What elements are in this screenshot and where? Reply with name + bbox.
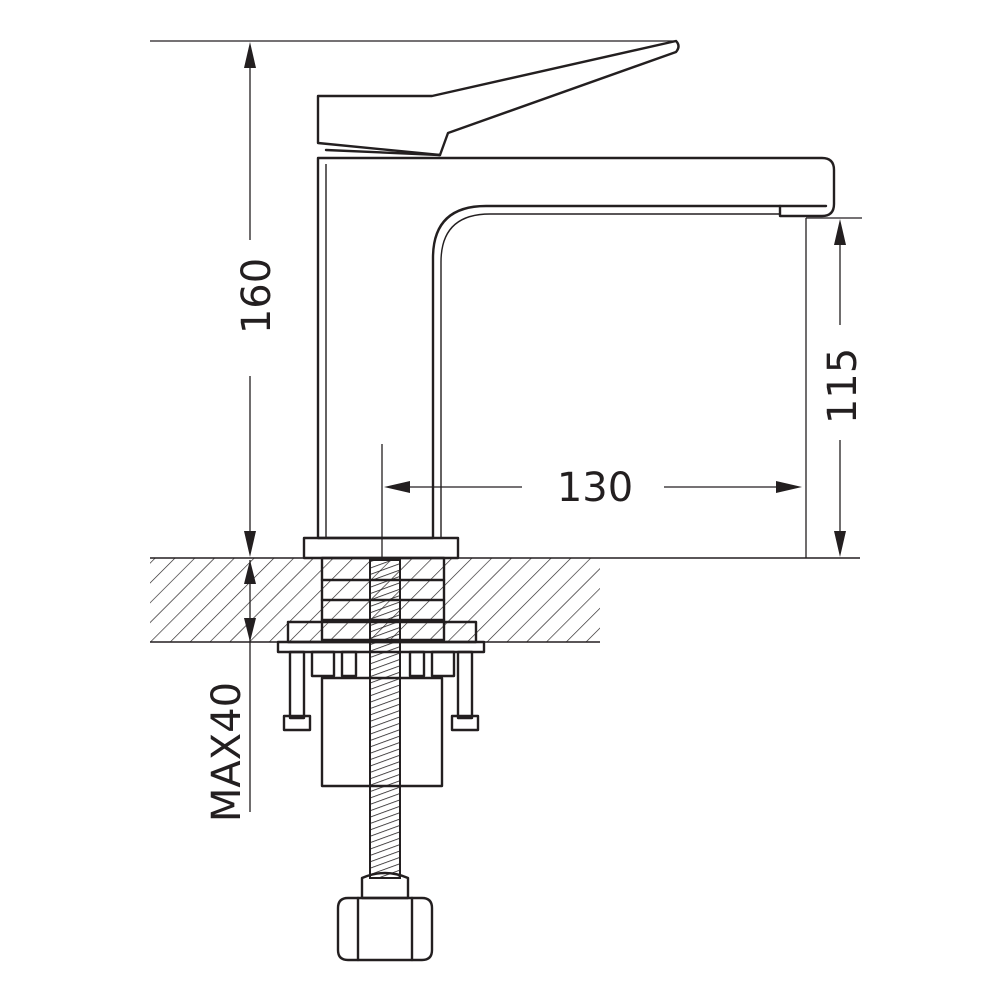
spout xyxy=(316,156,836,540)
label-160: 160 xyxy=(234,258,280,334)
dim-160 xyxy=(150,40,676,557)
lever-handle xyxy=(316,39,680,157)
dim-115 xyxy=(805,217,862,558)
faucet-body xyxy=(302,39,836,560)
label-130: 130 xyxy=(557,465,633,511)
base-flange xyxy=(302,536,460,560)
label-max40: MAX40 xyxy=(204,682,250,822)
label-115: 115 xyxy=(820,348,866,424)
dim-130 xyxy=(384,481,802,493)
dim-max40 xyxy=(244,560,256,812)
mounting-assembly xyxy=(276,556,486,962)
countertop xyxy=(150,557,860,643)
